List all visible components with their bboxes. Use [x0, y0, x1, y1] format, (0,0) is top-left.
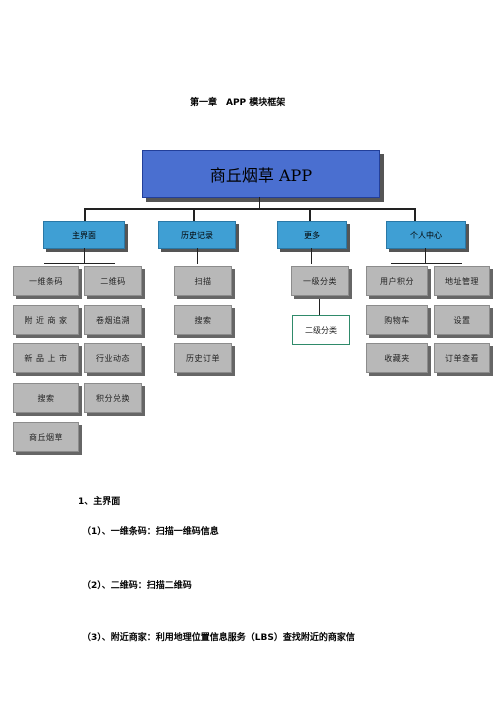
- leaf-search: 搜索: [13, 383, 79, 413]
- connector: [414, 208, 416, 221]
- leaf-history-search: 搜索: [174, 305, 232, 335]
- connector: [84, 208, 86, 221]
- category-personal: 个人中心: [386, 221, 466, 249]
- leaf-user-points: 用户积分: [366, 266, 428, 296]
- connector: [391, 263, 462, 264]
- leaf-shopping-cart: 购物车: [366, 305, 428, 335]
- leaf-address-management: 地址管理: [434, 266, 490, 296]
- chapter-title: 第一章 APP 模块框架: [190, 98, 286, 108]
- connector: [309, 208, 311, 221]
- connector: [193, 208, 195, 221]
- category-more: 更多: [277, 221, 347, 249]
- leaf-nearby-merchants: 附 近 商 家: [13, 305, 79, 335]
- leaf-cigarette-trace: 卷烟追溯: [84, 305, 142, 335]
- leaf-level1-category: 一级分类: [291, 266, 349, 296]
- leaf-1d-barcode: 一维条码: [13, 266, 79, 296]
- leaf-order-view: 订单查看: [434, 343, 490, 373]
- leaf-points-exchange: 积分兑换: [84, 383, 142, 413]
- connector: [311, 248, 312, 264]
- connector: [425, 248, 426, 264]
- section-item: （2）、二维码：扫描二维码: [82, 581, 192, 591]
- connector: [84, 248, 85, 264]
- leaf-shangqiu-tobacco: 商丘烟草: [13, 422, 79, 452]
- section-item: （3）、附近商家：利用地理位置信息服务（LBS）查找附近的商家信: [82, 633, 355, 643]
- leaf-new-products: 新 品 上 市: [13, 343, 79, 373]
- connector: [44, 263, 115, 264]
- category-main: 主界面: [43, 221, 125, 249]
- section-item: （1）、一维条码：扫描一维码信息: [82, 527, 219, 537]
- leaf-qr-code: 二维码: [84, 266, 142, 296]
- leaf-industry-news: 行业动态: [84, 343, 142, 373]
- leaf-history-orders: 历史订单: [174, 343, 232, 373]
- leaf-settings: 设置: [434, 305, 490, 335]
- connector: [259, 197, 260, 208]
- section-title: 1、主界面: [78, 497, 121, 507]
- connector: [197, 248, 198, 264]
- leaf-favorites: 收藏夹: [366, 343, 428, 373]
- connector: [319, 297, 320, 315]
- root-node: 商丘烟草 APP: [142, 150, 380, 198]
- leaf-scan: 扫描: [174, 266, 232, 296]
- leaf-level2-category: 二级分类: [292, 315, 350, 345]
- category-history: 历史记录: [158, 221, 236, 249]
- connector: [84, 208, 415, 210]
